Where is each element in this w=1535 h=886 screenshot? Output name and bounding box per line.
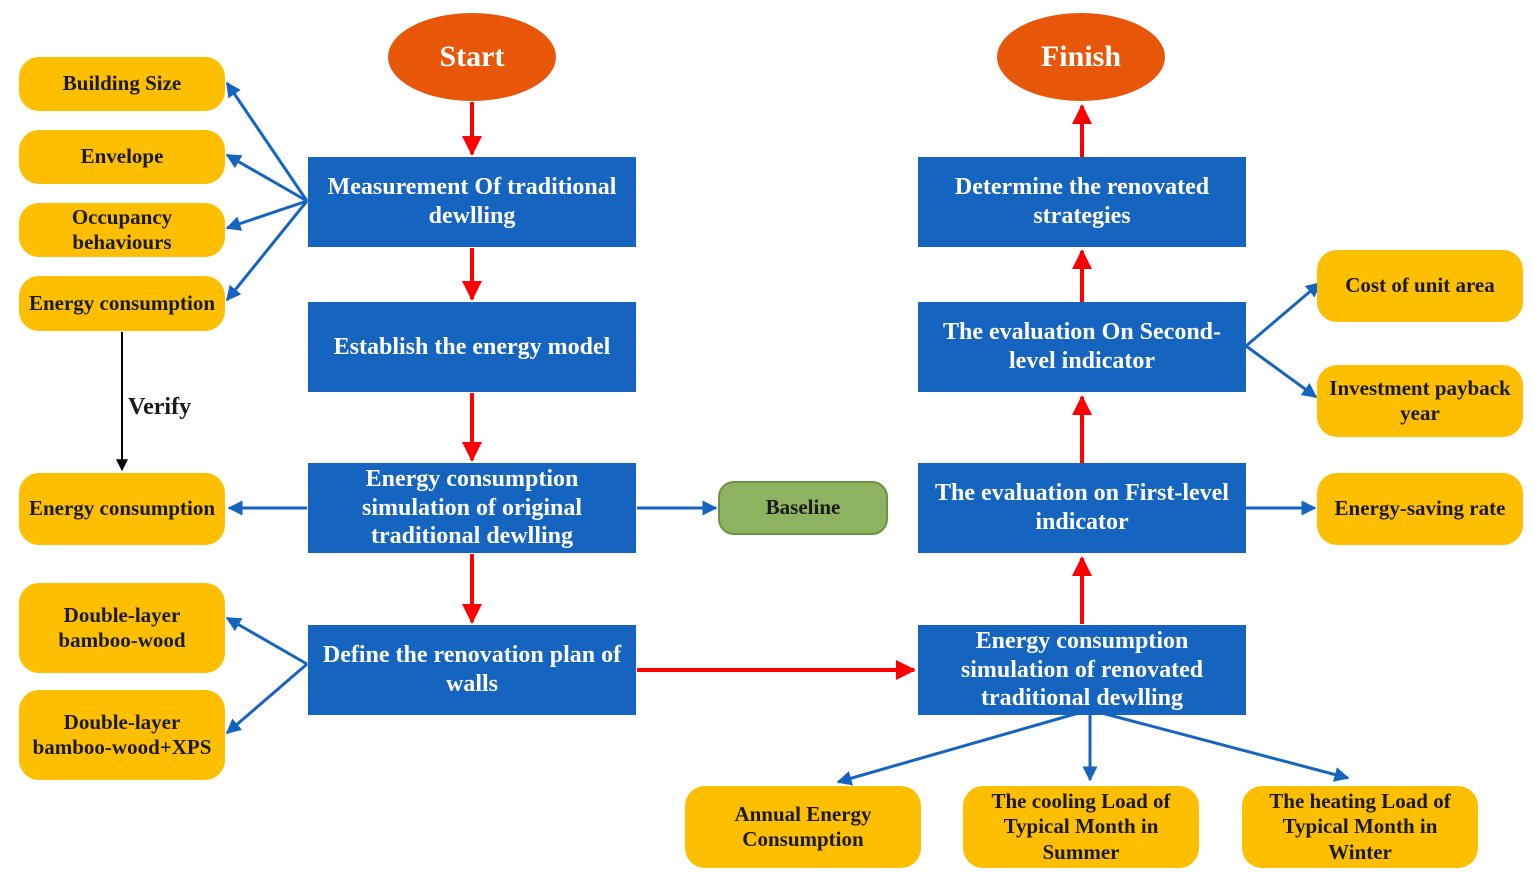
double-layer-box: Double-layer bamboo-wood — [19, 583, 225, 673]
arrow-to-annual-energy — [836, 710, 1083, 786]
determine-strategies-box: Determine the renovated strategies — [918, 157, 1246, 247]
finish-oval: Finish — [997, 13, 1165, 101]
heating-load-box: The heating Load of Typical Month in Win… — [1242, 786, 1478, 868]
energy-model-box: Establish the energy model — [308, 302, 636, 392]
annual-energy-box: Annual Energy Consumption — [685, 786, 921, 868]
arrow-to-energy-measured — [225, 200, 309, 302]
original-simulation-box: Energy consumption simulation of origina… — [308, 463, 636, 553]
energy-saving-rate-box: Energy-saving rate — [1317, 473, 1523, 545]
arrow-to-envelope — [225, 153, 308, 203]
first-level-box: The evaluation on First-level indicator — [918, 463, 1246, 553]
energy-consumption-measured-box: Energy consumption — [19, 276, 225, 331]
energy-consumption-simulated-box: Energy consumption — [19, 473, 225, 545]
arrow-to-occupancy — [225, 199, 308, 231]
start-oval: Start — [388, 13, 556, 101]
arrow-to-heating-load — [1097, 710, 1350, 782]
arrow-to-double-layer-xps — [225, 662, 308, 735]
payback-year-box: Investment payback year — [1317, 365, 1523, 437]
building-size-box: Building Size — [19, 57, 225, 111]
arrow-to-payback-year — [1245, 344, 1318, 399]
cost-unit-area-box: Cost of unit area — [1317, 250, 1523, 322]
cooling-load-box: The cooling Load of Typical Month in Sum… — [963, 786, 1199, 868]
measurement-box: Measurement Of traditional dewlling — [308, 157, 636, 247]
verify-label: Verify — [128, 394, 192, 420]
baseline-box: Baseline — [718, 481, 888, 535]
arrow-to-cost-unit-area — [1245, 281, 1322, 348]
second-level-box: The evaluation On Second-level indicator — [918, 302, 1246, 392]
double-layer-xps-box: Double-layer bamboo-wood+XPS — [19, 690, 225, 780]
occupancy-box: Occupancy behaviours — [19, 203, 225, 257]
renovation-plan-box: Define the renovation plan of walls — [308, 625, 636, 715]
envelope-box: Envelope — [19, 130, 225, 184]
arrow-to-building-size — [225, 81, 309, 202]
renovated-simulation-box: Energy consumption simulation of renovat… — [918, 625, 1246, 715]
arrow-to-double-layer — [225, 616, 308, 666]
